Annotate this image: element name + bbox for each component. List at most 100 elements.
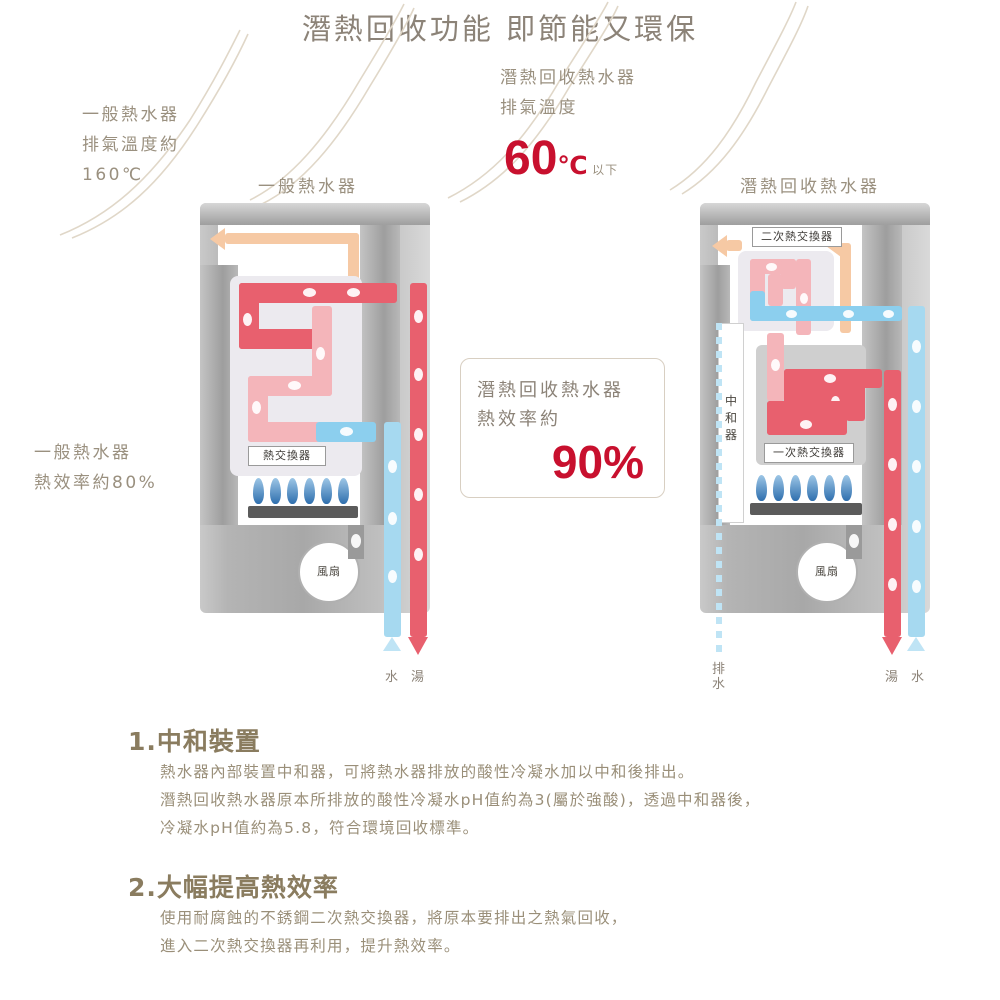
left-unit-caption: 一般熱水器 xyxy=(258,177,358,197)
pipe-highlight-dot xyxy=(771,359,780,371)
hot-water-arrow-icon xyxy=(408,637,428,655)
exhaust-temperature-note: 以下 xyxy=(592,163,619,177)
efficiency-box-value: 90% xyxy=(551,436,644,488)
burner-flame-icon xyxy=(304,478,315,504)
section-2-line-2: 進入二次熱交換器再利用，提升熱效率。 xyxy=(160,937,461,955)
burner-flame-icon xyxy=(807,475,818,501)
pipe-highlight-dot xyxy=(414,428,423,441)
exchanger-pipe-seg6 xyxy=(248,422,320,442)
pipe-highlight-dot xyxy=(340,427,353,436)
left-exhaust-line3: 160℃ xyxy=(82,165,144,185)
exhaust-temperature-value: 60 xyxy=(504,132,558,185)
burner-flame-icon xyxy=(287,478,298,504)
secondary-pipe-3 xyxy=(781,259,796,289)
fan-label: 風扇 xyxy=(317,565,341,578)
exhaust-duct-vertical xyxy=(348,233,359,285)
exhaust-temperature-value-group: 60℃ 以下 xyxy=(504,135,618,183)
secondary-pipe-4 xyxy=(768,274,783,306)
cold-water-arrow-icon xyxy=(383,637,401,651)
efficiency-box-line2: 熱效率約 xyxy=(477,409,561,430)
duct-highlight-dot xyxy=(849,534,859,548)
primary-exchanger-label: 一次熱交換器 xyxy=(764,443,854,463)
duct-highlight-dot xyxy=(351,534,361,548)
secondary-exchanger-label: 二次熱交換器 xyxy=(752,227,842,247)
pipe-highlight-dot xyxy=(824,374,836,383)
exhaust-temperature-unit: ℃ xyxy=(557,152,588,180)
pipe-highlight-dot xyxy=(388,460,397,473)
pipe-highlight-dot xyxy=(786,310,797,318)
section-1: 1.中和裝置 熱水器內部裝置中和器，可將熱水器排放的酸性冷凝水加以中和後排出。 … xyxy=(0,722,1000,842)
fan-circle: 風扇 xyxy=(298,541,360,603)
heater-case-top xyxy=(200,203,430,225)
burner-flame-icon xyxy=(338,478,349,504)
exhaust-duct-vertical xyxy=(840,243,851,333)
burner-flame-icon xyxy=(253,478,264,504)
section-1-line-1: 熱水器內部裝置中和器，可將熱水器排放的酸性冷凝水加以中和後排出。 xyxy=(160,763,695,781)
center-exhaust-line2: 排氣溫度 xyxy=(500,98,578,118)
right-cold-water-arrow-icon xyxy=(907,637,925,651)
left-efficiency-annotation: 一般熱水器 熱效率約80% xyxy=(34,438,157,498)
primary-pipe-5 xyxy=(767,401,846,420)
pipe-highlight-dot xyxy=(243,313,252,326)
left-hot-water-pipe xyxy=(410,283,427,637)
right-drain-pipe xyxy=(716,323,722,653)
exhaust-duct-horizontal xyxy=(225,233,359,244)
right-hot-water-arrow-icon xyxy=(882,637,902,655)
pipe-highlight-dot xyxy=(347,288,360,297)
fan-label: 風扇 xyxy=(815,565,839,578)
secondary-inlet-blue-horz xyxy=(750,306,902,321)
left-exhaust-line2: 排氣溫度約 xyxy=(82,135,180,155)
exhaust-duct-left xyxy=(726,240,742,251)
pipe-highlight-dot xyxy=(766,263,777,271)
pipe-highlight-dot xyxy=(912,520,921,533)
pipe-highlight-dot xyxy=(414,548,423,561)
left-flow-label-water: 水 xyxy=(385,670,400,685)
left-cold-water-pipe xyxy=(384,422,401,637)
center-exhaust-annotation: 潛熱回收熱水器 排氣溫度 xyxy=(500,63,637,123)
section-1-line-2: 潛熱回收熱水器原本所排放的酸性冷凝水pH值約為3(屬於強酸)，透過中和器後， xyxy=(160,791,761,809)
efficiency-box-line1: 潛熱回收熱水器 xyxy=(477,380,624,401)
exhaust-arrow-icon xyxy=(210,227,225,250)
section-2-heading: 2.大幅提高熱效率 xyxy=(128,873,339,902)
neutralizer-label: 中和器 xyxy=(723,393,739,444)
section-1-heading: 1.中和裝置 xyxy=(128,727,261,756)
pipe-highlight-dot xyxy=(288,381,301,390)
pipe-highlight-dot xyxy=(912,580,921,593)
right-unit-caption: 潛熱回收熱水器 xyxy=(740,177,880,197)
section-2: 2.大幅提高熱效率 使用耐腐蝕的不銹鋼二次熱交換器，將原本要排出之熱氣回收， 進… xyxy=(0,868,1000,960)
burner-flame-icon xyxy=(824,475,835,501)
burner-flame-icon xyxy=(321,478,332,504)
right-hot-water-pipe xyxy=(884,370,901,637)
neutralizer-label-text: 中和器 xyxy=(724,394,737,442)
heater-case-top xyxy=(700,203,930,225)
pipe-highlight-dot xyxy=(912,460,921,473)
pipe-highlight-dot xyxy=(888,518,897,531)
burner-flame-icon xyxy=(773,475,784,501)
pipe-highlight-dot xyxy=(252,401,261,414)
exchanger-pipe-seg2 xyxy=(239,329,318,349)
pipe-highlight-dot xyxy=(800,420,812,429)
right-flow-label-water: 水 xyxy=(911,670,926,685)
center-exhaust-line1: 潛熱回收熱水器 xyxy=(500,68,637,88)
pipe-highlight-dot xyxy=(843,310,854,318)
section-1-line-3: 冷凝水pH值約為5.8，符合環境回收標準。 xyxy=(160,819,480,837)
latent-heat-recovery-water-heater: 二次熱交換器 一次熱交換器 風扇 中和器 xyxy=(700,203,930,613)
burner-bar xyxy=(750,503,862,515)
heat-exchanger-label: 熱交換器 xyxy=(248,446,326,466)
right-drain-label-text: 排水 xyxy=(712,662,727,692)
pipe-highlight-dot xyxy=(414,368,423,381)
burner-flame-icon xyxy=(790,475,801,501)
pipe-highlight-dot xyxy=(888,578,897,591)
pipe-highlight-dot xyxy=(316,347,325,360)
pipe-highlight-dot xyxy=(888,398,897,411)
pipe-highlight-dot xyxy=(414,488,423,501)
section-2-line-1: 使用耐腐蝕的不銹鋼二次熱交換器，將原本要排出之熱氣回收， xyxy=(160,909,628,927)
burner-flame-icon xyxy=(841,475,852,501)
exhaust-arrow-icon xyxy=(712,235,727,257)
pipe-highlight-dot xyxy=(388,570,397,583)
left-flow-label-hot: 湯 xyxy=(411,670,426,685)
efficiency-callout-box: 潛熱回收熱水器 熱效率約 90% xyxy=(460,358,665,498)
exchanger-pipe-top xyxy=(239,283,397,303)
page-title: 潛熱回收功能 即節能又環保 xyxy=(301,12,699,46)
primary-pipe-outlet xyxy=(846,369,865,421)
